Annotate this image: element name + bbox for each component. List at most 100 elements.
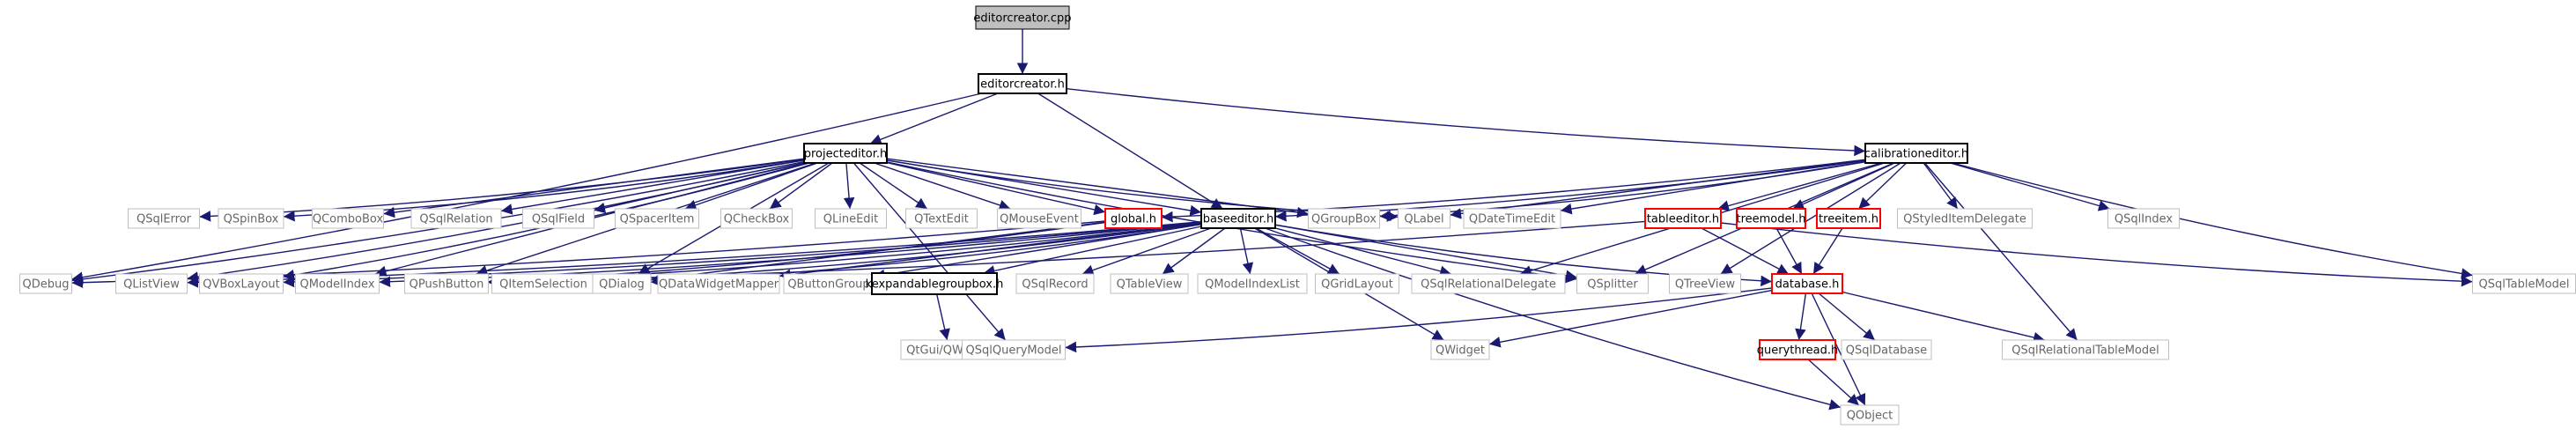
node-box: [1840, 404, 1900, 426]
node-label: global.h: [1111, 213, 1156, 226]
node-qpushbutton[interactable]: QPushButton: [404, 273, 489, 294]
edge-calibrationeditor_h-to-QDateTimeEdit: [1560, 160, 1866, 215]
node-qsqlrelation[interactable]: QSqlRelation: [410, 208, 502, 229]
node-qsqlrecord[interactable]: QSqlRecord: [1015, 273, 1095, 294]
edge-projecteditor_h-to-QTextEdit: [859, 162, 928, 210]
edge-baseeditor_h-to-QModelIndexList: [1239, 227, 1254, 275]
edge-projecteditor_h-to-QSpacerItem: [684, 162, 818, 211]
node-qsqlquerymodel[interactable]: QSqlQueryModel: [962, 339, 1066, 360]
node-qlistview[interactable]: QListView: [115, 273, 188, 294]
node-qsqldatabase[interactable]: QSqlDatabase: [1841, 339, 1932, 360]
node-projecteditor-h[interactable]: projecteditor.h: [803, 143, 888, 164]
nodes-layer: editorcreator.cpp editorcreator.h projecte…: [19, 5, 2576, 426]
node-box: [615, 208, 699, 229]
node-qsqlrelationaltablemodel[interactable]: QSqlRelationalTableModel: [2002, 339, 2169, 360]
node-qgroupbox[interactable]: QGroupBox: [1308, 208, 1380, 229]
node-qbuttongroup[interactable]: QButtonGroup: [783, 273, 875, 294]
node-label: querythread.h: [1757, 344, 1839, 358]
node-box: [871, 272, 998, 295]
node-label: QDialog: [599, 278, 645, 292]
node-label: QSqlRelationalDelegate: [1421, 278, 1556, 292]
edge-database_h-to-QSqlQueryModel: [1065, 287, 1773, 353]
node-qitemselection[interactable]: QItemSelection: [491, 273, 595, 294]
edge-projecteditor_h-to-global_h: [886, 161, 1106, 216]
node-box: [1644, 208, 1722, 229]
node-qdebug[interactable]: QDebug: [19, 273, 72, 294]
node-box: [312, 208, 384, 229]
node-qmouseevent[interactable]: QMouseEvent: [997, 208, 1081, 229]
edge-tableeditor_h-to-QSqlTableModel: [1720, 222, 2473, 287]
node-qsplitter[interactable]: QSplitter: [1576, 273, 1649, 294]
edge-kexpandablegroupbox_h-to-QtGui_QWidget: [936, 293, 950, 341]
node-qlabel[interactable]: QLabel: [1398, 208, 1450, 229]
node-qsqltablemodel[interactable]: QSqlTableModel: [2472, 273, 2576, 294]
node-editorcreator-h[interactable]: editorcreator.h: [978, 73, 1067, 94]
node-qmodelindexlist[interactable]: QModelIndexList: [1197, 273, 1308, 294]
node-box: [1897, 208, 2033, 229]
node-qdatetimeedit[interactable]: QDateTimeEdit: [1463, 208, 1561, 229]
node-box: [720, 208, 793, 229]
node-tableeditor-h[interactable]: tableeditor.h: [1644, 208, 1722, 229]
node-label: QLabel: [1404, 213, 1443, 226]
node-qgridlayout[interactable]: QGridLayout: [1315, 273, 1399, 294]
edge-baseeditor_h-to-QTableView: [1162, 227, 1226, 275]
node-qspaceritem[interactable]: QSpacerItem: [615, 208, 699, 229]
edge-baseeditor_h-to-QObject: [1265, 227, 1842, 411]
node-label: editorcreator.h: [980, 78, 1065, 92]
node-label: QItemSelection: [499, 278, 587, 292]
node-qdatawidgetmapper[interactable]: QDataWidgetMapper: [657, 273, 780, 294]
node-qdialog[interactable]: QDialog: [592, 273, 652, 294]
node-box: [1841, 339, 1932, 360]
node-box: [410, 208, 502, 229]
node-box: [199, 273, 284, 294]
node-box: [1430, 339, 1490, 360]
node-qvboxlayout[interactable]: QVBoxLayout: [199, 273, 284, 294]
node-box: [522, 208, 594, 229]
node-qsqlerror[interactable]: QSqlError: [128, 208, 200, 229]
node-calibrationeditor-h[interactable]: calibrationeditor.h: [1864, 143, 1968, 164]
node-box: [1315, 273, 1399, 294]
node-box: [962, 339, 1066, 360]
node-qtextedit[interactable]: QTextEdit: [905, 208, 978, 229]
node-qobject[interactable]: QObject: [1840, 404, 1900, 426]
node-qtableview[interactable]: QTableView: [1110, 273, 1189, 294]
node-label: QTreeView: [1675, 278, 1736, 292]
node-editorcreator-cpp[interactable]: editorcreator.cpp: [973, 5, 1072, 30]
node-box: [1816, 208, 1881, 229]
node-qwidget[interactable]: QWidget: [1430, 339, 1490, 360]
node-label: QSplitter: [1587, 278, 1638, 292]
node-database-h[interactable]: database.h: [1771, 273, 1843, 294]
node-baseeditor-h[interactable]: baseeditor.h: [1200, 208, 1276, 229]
node-box: [592, 273, 652, 294]
edge-projecteditor_h-to-QComboBox: [383, 158, 805, 218]
node-qsqlfield[interactable]: QSqlField: [522, 208, 594, 229]
edge-baseeditor_h-to-QButtonGroup: [873, 224, 1202, 281]
node-qsqlindex[interactable]: QSqlIndex: [2107, 208, 2180, 229]
node-box: [1576, 273, 1649, 294]
node-qstyleditemdelegate[interactable]: QStyledItemDelegate: [1897, 208, 2033, 229]
edge-calibrationeditor_h-to-QSqlTableModel: [1952, 162, 2473, 279]
node-box: [657, 273, 780, 294]
node-qtreeview[interactable]: QTreeView: [1669, 273, 1741, 294]
node-querythread-h[interactable]: querythread.h: [1757, 339, 1839, 360]
node-global-h[interactable]: global.h: [1104, 208, 1163, 229]
node-label: QModelIndex: [299, 278, 374, 292]
node-qspinbox[interactable]: QSpinBox: [218, 208, 284, 229]
node-qmodelindex[interactable]: QModelIndex: [295, 273, 380, 294]
node-qlineedit[interactable]: QLineEdit: [815, 208, 887, 229]
edge-baseeditor_h-to-QGridLayout: [1255, 227, 1340, 275]
node-qcheckbox[interactable]: QCheckBox: [720, 208, 793, 229]
node-box: [1200, 208, 1276, 229]
node-qcombobox[interactable]: QComboBox: [312, 208, 384, 229]
node-treeitem-h[interactable]: treeitem.h: [1816, 208, 1881, 229]
node-label: QSqlError: [137, 213, 192, 226]
node-qsqlrelationaldelegate[interactable]: QSqlRelationalDelegate: [1411, 273, 1566, 294]
node-box: [905, 208, 978, 229]
edge-database_h-to-QWidget: [1488, 289, 1773, 348]
node-box: [19, 273, 72, 294]
node-box: [128, 208, 200, 229]
node-box: [1411, 273, 1566, 294]
edge-baseeditor_h-to-QDataWidgetMapper: [779, 222, 1202, 280]
node-treemodel-h[interactable]: treemodel.h: [1736, 208, 1806, 229]
node-kexpandablegroupbox-h[interactable]: kexpandablegroupbox.h: [866, 272, 1004, 295]
